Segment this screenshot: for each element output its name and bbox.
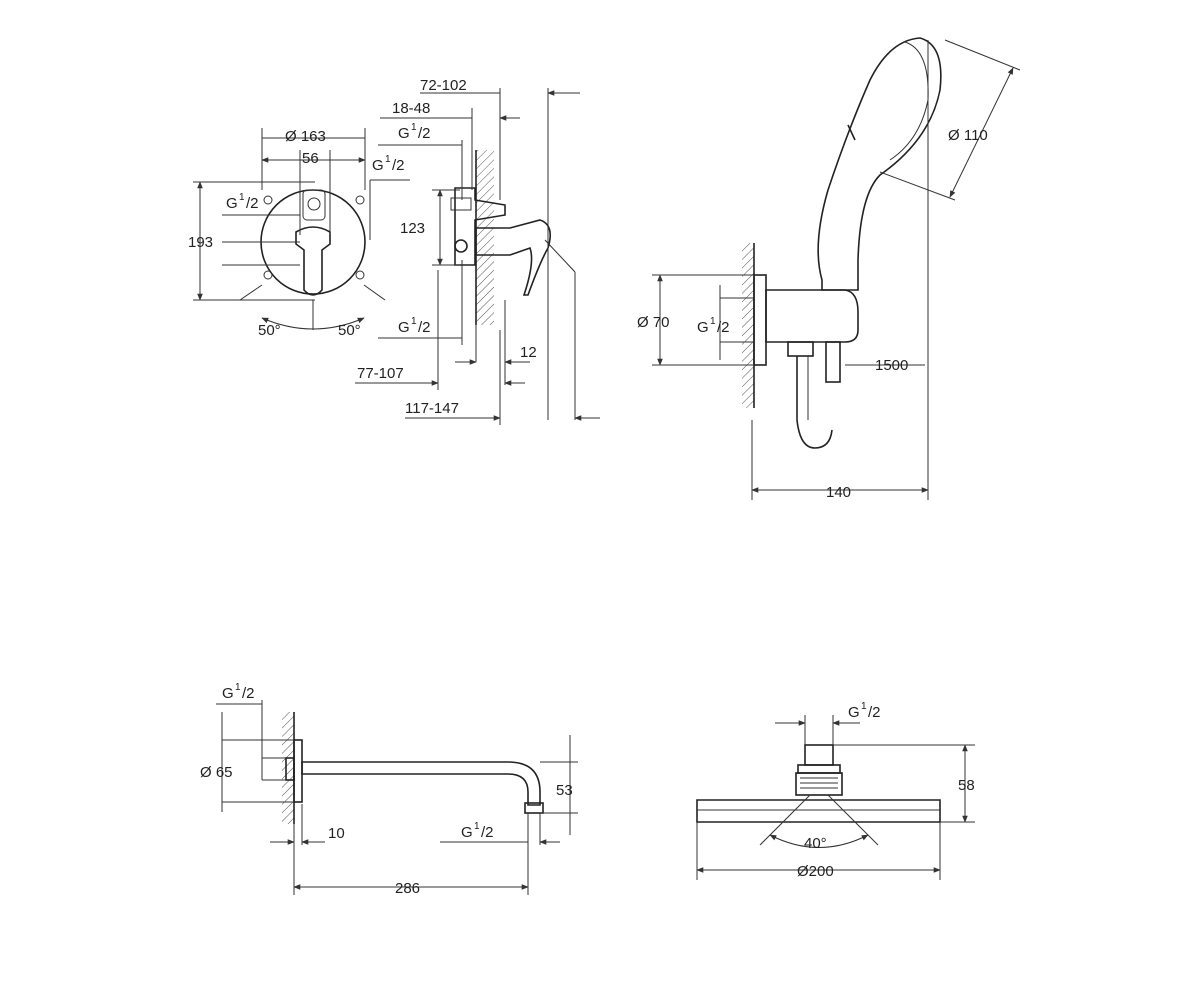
wall-flange bbox=[753, 274, 767, 366]
dim-72-102: 72-102 bbox=[420, 77, 467, 94]
g-half-inch-handshower: G 1 /2 bbox=[697, 316, 730, 336]
g-half-inch-mixer-left: G 1 /2 bbox=[226, 192, 259, 212]
svg-text:/2: /2 bbox=[418, 319, 431, 336]
wall-hatch-mixer bbox=[476, 150, 494, 325]
g-half-inch-mixer-bottom: G 1 /2 bbox=[398, 316, 431, 336]
dim-56: 56 bbox=[302, 150, 319, 167]
g-half-inch-arm-top: G 1 /2 bbox=[222, 682, 255, 702]
head-shower-plate bbox=[696, 799, 941, 823]
g-half-inch-headshower: G 1 /2 bbox=[848, 701, 881, 721]
svg-text:G: G bbox=[398, 319, 410, 336]
dim-58: 58 bbox=[958, 777, 975, 794]
mixer-front-view bbox=[193, 128, 410, 330]
dim-d110: Ø 110 bbox=[948, 127, 988, 144]
svg-text:G: G bbox=[398, 125, 410, 142]
dim-286: 286 bbox=[395, 880, 420, 897]
dim-117-147: 117-147 bbox=[405, 400, 459, 417]
angle-left-50: 50° bbox=[258, 322, 281, 339]
dim-d163: Ø 163 bbox=[285, 128, 326, 145]
dim-18-48: 18-48 bbox=[392, 100, 430, 117]
dim-d65: Ø 65 bbox=[200, 764, 233, 781]
svg-text:G: G bbox=[372, 157, 384, 174]
svg-text:1: 1 bbox=[235, 682, 241, 693]
svg-text:G: G bbox=[226, 195, 238, 212]
svg-text:1: 1 bbox=[411, 122, 417, 133]
shower-arm-view bbox=[216, 700, 578, 895]
svg-text:1: 1 bbox=[861, 701, 867, 712]
dim-1500: 1500 bbox=[875, 357, 908, 374]
wall-hatch-handshower bbox=[742, 243, 754, 408]
angle-right-50: 50° bbox=[338, 322, 361, 339]
svg-text:/2: /2 bbox=[242, 685, 255, 702]
dim-10: 10 bbox=[328, 825, 345, 842]
shower-hose bbox=[796, 356, 833, 449]
svg-text:G: G bbox=[222, 685, 234, 702]
holder-body bbox=[765, 289, 859, 343]
mixer-side-view bbox=[355, 88, 600, 425]
svg-text:1: 1 bbox=[239, 192, 245, 203]
angle-40: 40° bbox=[804, 835, 827, 852]
dim-123: 123 bbox=[400, 220, 425, 237]
g-half-inch-mixer-top: G 1 /2 bbox=[398, 122, 431, 142]
dim-193: 193 bbox=[188, 234, 213, 251]
head-shower-ball-joint bbox=[795, 772, 843, 796]
dim-77-107: 77-107 bbox=[357, 365, 404, 382]
svg-text:G: G bbox=[848, 704, 860, 721]
hand-shower-view bbox=[652, 37, 1021, 500]
mixer-lever-front bbox=[295, 226, 331, 296]
head-shower-view bbox=[696, 715, 975, 880]
dim-140: 140 bbox=[826, 484, 851, 501]
dim-53: 53 bbox=[556, 782, 573, 799]
shower-arm bbox=[301, 761, 541, 806]
svg-text:/2: /2 bbox=[717, 319, 730, 336]
svg-text:1: 1 bbox=[411, 316, 417, 327]
svg-text:/2: /2 bbox=[392, 157, 405, 174]
diverter-knob bbox=[302, 189, 326, 221]
dim-d200: Ø200 bbox=[797, 863, 834, 880]
svg-text:G: G bbox=[697, 319, 709, 336]
svg-text:1: 1 bbox=[710, 316, 716, 327]
svg-text:1: 1 bbox=[385, 154, 391, 165]
wall-hatch-arm bbox=[282, 712, 294, 824]
g-half-inch-arm-outlet: G 1 /2 bbox=[461, 821, 494, 841]
svg-text:/2: /2 bbox=[246, 195, 259, 212]
g-half-inch-mixer-right: G 1 /2 bbox=[372, 154, 405, 174]
head-shower-connector bbox=[804, 744, 834, 766]
svg-text:G: G bbox=[461, 824, 473, 841]
svg-text:/2: /2 bbox=[418, 125, 431, 142]
arm-flange bbox=[293, 739, 303, 803]
svg-text:/2: /2 bbox=[868, 704, 881, 721]
svg-text:1: 1 bbox=[474, 821, 480, 832]
hand-shower-head bbox=[817, 37, 942, 291]
svg-text:/2: /2 bbox=[481, 824, 494, 841]
dim-12: 12 bbox=[520, 344, 537, 361]
dim-d70: Ø 70 bbox=[637, 314, 670, 331]
